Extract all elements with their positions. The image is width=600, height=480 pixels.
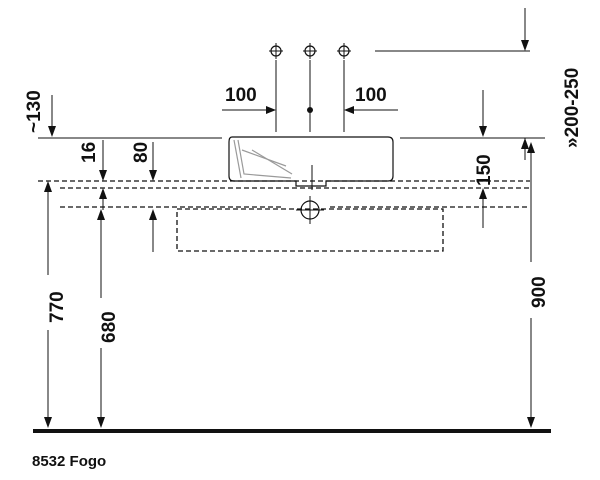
floor-line bbox=[33, 429, 551, 433]
tap-hole-left bbox=[269, 43, 283, 59]
drain-symbol bbox=[296, 196, 324, 224]
tap-hole-right bbox=[337, 43, 351, 59]
dim-height-900: 900 bbox=[529, 276, 550, 308]
tap-center-dot bbox=[307, 107, 313, 113]
dim-spacing-left: 100 bbox=[225, 85, 257, 106]
basin-body bbox=[228, 136, 394, 190]
dim-rim-thickness: 16 bbox=[79, 142, 100, 163]
dim-tap-range: »200-250 bbox=[562, 68, 583, 148]
dim-height-680: 680 bbox=[99, 311, 120, 343]
dim-height-770: 770 bbox=[47, 291, 68, 323]
dim-drain-offset: 150 bbox=[474, 154, 495, 186]
product-caption: 8532 Fogo bbox=[32, 453, 106, 470]
dim-overflow-height: ~130 bbox=[24, 90, 45, 133]
dim-spacing-right: 100 bbox=[355, 85, 387, 106]
dim-basin-height: 80 bbox=[131, 142, 152, 163]
tap-hole-center bbox=[303, 43, 317, 59]
